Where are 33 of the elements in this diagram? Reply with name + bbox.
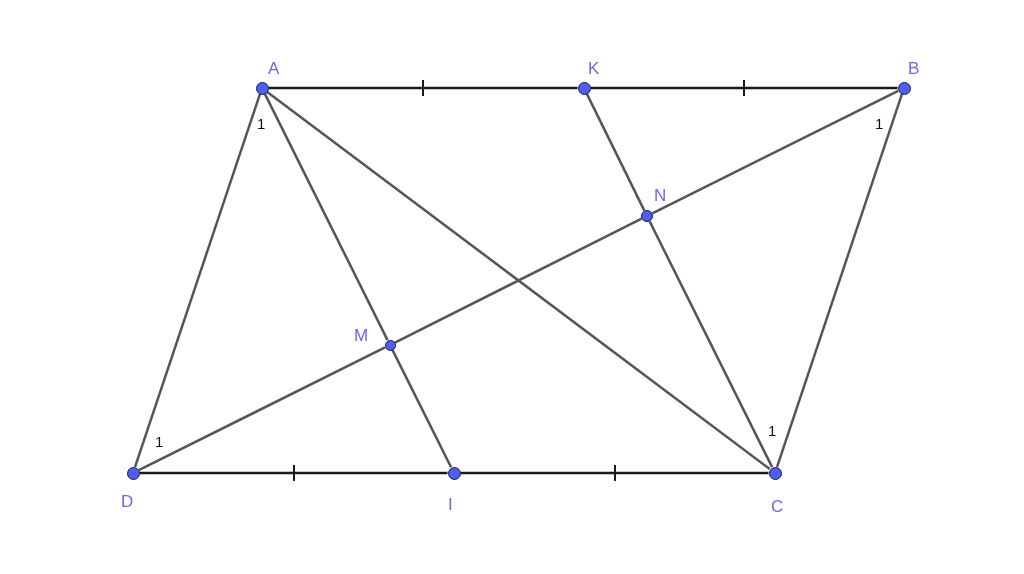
line-segment [775,93,904,468]
point-label: A [268,60,280,77]
point-label: I [448,496,453,513]
point-dot [641,210,653,222]
point-label: M [354,327,369,344]
point-dot [384,339,396,351]
line-segment [651,89,899,215]
point-label: B [908,60,920,77]
line-segment [391,349,453,468]
point-label: N [654,187,667,204]
line-segment [263,93,389,341]
angle-label: 1 [155,434,164,449]
line-segment [590,86,898,90]
line-segment [648,220,774,468]
line-segment [460,471,769,475]
point-label: K [588,60,600,77]
point-dot [447,466,461,480]
angle-label: 1 [257,116,266,131]
line-segment [133,93,262,468]
point-dot [577,81,591,95]
line-segment [585,93,646,212]
line-segment [266,90,771,471]
line-segment [138,346,386,472]
point-dot [126,466,140,480]
angle-label: 1 [875,116,884,131]
point-dot [255,81,269,95]
point-label: C [771,498,784,515]
point-dot [897,81,911,95]
point-label: D [121,493,134,510]
line-segment [394,217,643,344]
line-segment [139,471,448,475]
line-segment [268,86,578,90]
angle-label: 1 [768,423,777,438]
